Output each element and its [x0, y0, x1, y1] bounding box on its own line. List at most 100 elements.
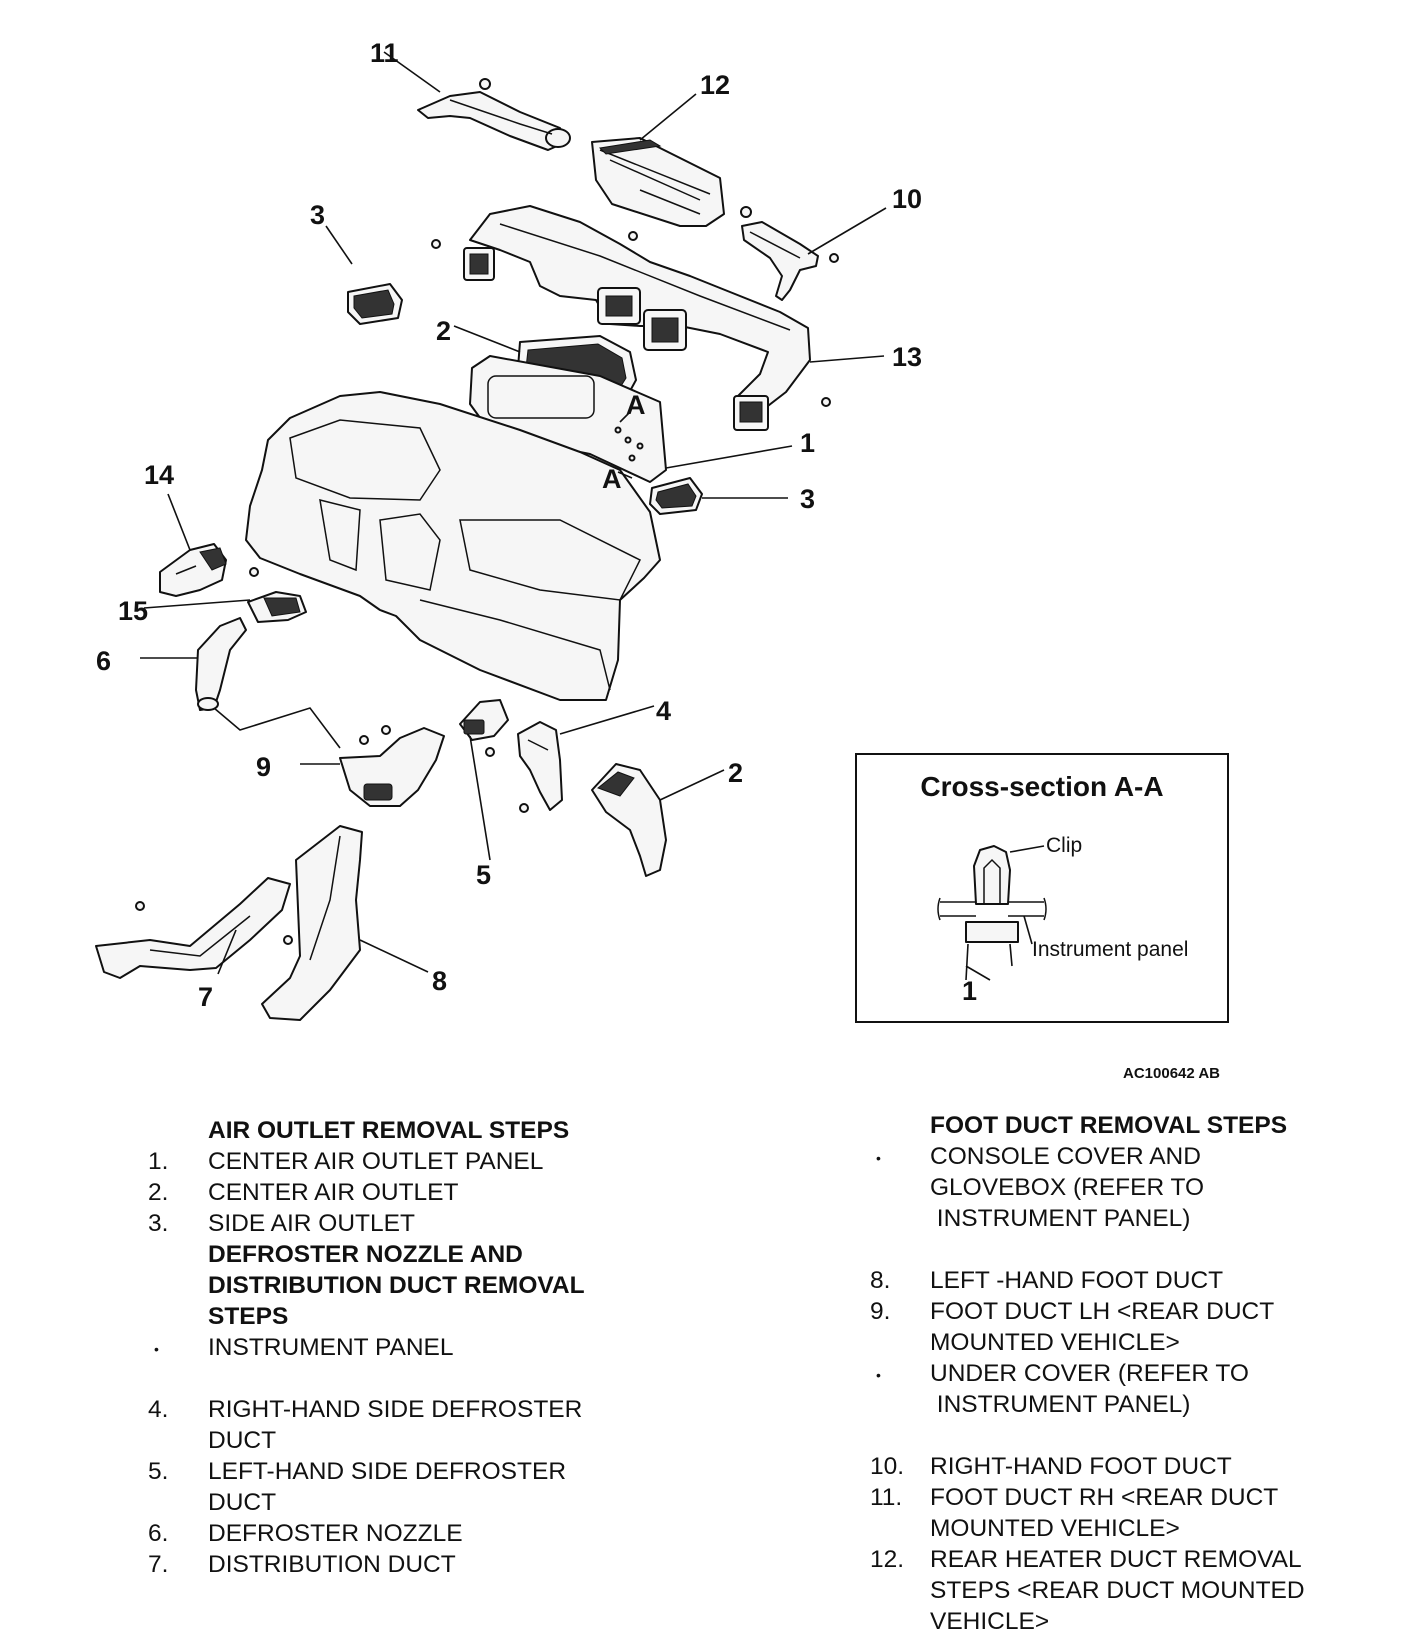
foot-duct-removal-steps: FOOT DUCT REMOVAL STEPS•CONSOLE COVER AN… [870, 1110, 1390, 1637]
step-item: 11.FOOT DUCT RH <REAR DUCT [870, 1482, 1390, 1513]
step-number: 3. [148, 1210, 169, 1237]
step-number: 4. [148, 1396, 169, 1423]
step-number: 10. [870, 1453, 905, 1480]
bullet-marker: • [154, 1341, 159, 1357]
step-item: DUCT [148, 1487, 668, 1518]
step-item: 4. RIGHT-HAND SIDE DEFROSTER [148, 1394, 668, 1425]
part-side-air-outlet-lower [649, 477, 703, 515]
callout-4: 10 [892, 184, 922, 214]
step-text: CENTER AIR OUTLET [208, 1179, 459, 1206]
callout-8: 14 [144, 460, 174, 490]
part-right-foot-duct [591, 763, 667, 877]
step-number: 2. [148, 1179, 169, 1206]
bullet-marker: • [876, 1367, 881, 1383]
cross-section-part-number: 1 [962, 976, 977, 1006]
part-rear-duct-13 [195, 617, 247, 711]
callout-16: 9 [256, 752, 271, 782]
callout-11: 4 [656, 696, 671, 726]
spacer [148, 1363, 668, 1394]
section-heading: DEFROSTER NOZZLE AND [208, 1241, 523, 1268]
step-text: DUCT [208, 1489, 277, 1516]
step-number: 7. [148, 1551, 169, 1578]
air-outlet-removal-steps: AIR OUTLET REMOVAL STEPS 1. CENTER AIR OUT… [148, 1115, 668, 1580]
part-right-defroster-duct [740, 206, 839, 301]
step-text: RIGHT-HAND SIDE DEFROSTER [208, 1396, 583, 1423]
callout-12: 5 [476, 860, 491, 890]
clip-label: Clip [1046, 834, 1082, 857]
callout-3-lower: 3 [800, 484, 815, 514]
step-text: DISTRIBUTION DUCT [208, 1551, 456, 1578]
step-item: 12. REAR HEATER DUCT REMOVAL [870, 1544, 1390, 1575]
step-text: MOUNTED VEHICLE> [930, 1329, 1180, 1356]
step-text: INSTRUMENT PANEL) [930, 1205, 1191, 1232]
step-item: 10. RIGHT-HAND FOOT DUCT [870, 1451, 1390, 1482]
step-text: INSTRUMENT PANEL) [930, 1391, 1191, 1418]
step-item: MOUNTED VEHICLE> [870, 1513, 1390, 1544]
callout-3-upper: 3 [310, 200, 325, 230]
part-rear-duct-15 [261, 825, 363, 1021]
callout-6: 12 [700, 70, 730, 100]
step-text: LEFT -HAND FOOT DUCT [930, 1267, 1224, 1294]
step-text: GLOVEBOX (REFER TO [930, 1174, 1205, 1201]
step-item: 3.SIDE AIR OUTLET [148, 1208, 668, 1239]
step-text: FOOT DUCT LH <REAR DUCT [930, 1298, 1275, 1325]
step-item: DUCT [148, 1425, 668, 1456]
part-rear-duct-16 [339, 725, 445, 807]
step-number: 8. [870, 1267, 891, 1294]
step-item: VEHICLE> [870, 1606, 1390, 1637]
step-item: 5. LEFT-HAND SIDE DEFROSTER [148, 1456, 668, 1487]
step-text: FOOT DUCT RH <REAR DUCT [930, 1484, 1279, 1511]
step-item: 1. CENTER AIR OUTLET PANEL [148, 1146, 668, 1177]
step-text: MOUNTED VEHICLE> [930, 1515, 1180, 1542]
section-marker-a-upper: A [626, 390, 646, 420]
step-number: 5. [148, 1458, 169, 1485]
part-distribution-duct [431, 205, 831, 431]
step-text: VEHICLE> [930, 1608, 1050, 1635]
step-text: REAR HEATER DUCT REMOVAL [930, 1546, 1302, 1573]
part-rear-heater-duct-12 [459, 699, 509, 757]
step-number: 1. [148, 1148, 169, 1175]
part-left-defroster-duct [417, 78, 571, 151]
part-foot-duct-lh [247, 567, 307, 623]
step-text: DUCT [208, 1427, 277, 1454]
callout-5: 11 [370, 38, 399, 68]
exploded-view-diagram: 11 12 10 3 2 13 1 3 14 15 6 9 5 4 2 8 7 … [95, 38, 1229, 1082]
instrument-panel-label: Instrument panel [1032, 938, 1188, 961]
step-item: 6. DEFROSTER NOZZLE [148, 1518, 668, 1549]
part-left-foot-duct [159, 543, 227, 597]
prerequisite-item: INSTRUMENT PANEL) [870, 1203, 1390, 1234]
callout-1: 1 [800, 428, 815, 458]
step-number: 12. [870, 1546, 905, 1573]
step-text: CENTER AIR OUTLET PANEL [208, 1148, 544, 1175]
step-text: LEFT-HAND SIDE DEFROSTER [208, 1458, 567, 1485]
step-item: 7. DISTRIBUTION DUCT [148, 1549, 668, 1580]
part-defroster-nozzle [591, 137, 725, 227]
step-text: DEFROSTER NOZZLE [208, 1520, 463, 1547]
callout-14: 7 [198, 982, 213, 1012]
callout-2: 2 [436, 316, 451, 346]
figure-code: AC100642 AB [1123, 1065, 1220, 1082]
callouts: 11 12 10 3 2 13 1 3 14 15 6 9 5 4 2 8 7 … [96, 38, 922, 1012]
step-item: MOUNTED VEHICLE> [870, 1327, 1390, 1358]
instrument-panel-body [245, 391, 661, 701]
prerequisite-item: • INSTRUMENT PANEL [148, 1332, 668, 1363]
cross-section-title: Cross-section A-A [920, 771, 1163, 802]
step-text: INSTRUMENT PANEL [208, 1334, 454, 1361]
section-heading: DISTRIBUTION DUCT REMOVAL [208, 1272, 585, 1299]
prerequisite-item: •CONSOLE COVER AND [870, 1141, 1390, 1172]
section-heading: AIR OUTLET REMOVAL STEPS [208, 1117, 570, 1144]
callout-15: 8 [432, 966, 447, 996]
step-text: CONSOLE COVER AND [930, 1143, 1201, 1170]
callout-10: 2 [728, 758, 743, 788]
step-number: 6. [148, 1520, 169, 1547]
cross-section-box: Cross-section A-A Clip Instrument panel … [855, 753, 1229, 1023]
clip-drawing [937, 845, 1047, 981]
callout-7: 13 [892, 342, 922, 372]
prerequisite-item: •UNDER COVER (REFER TO [870, 1358, 1390, 1389]
step-text: RIGHT-HAND FOOT DUCT [930, 1453, 1232, 1480]
step-item: 9.FOOT DUCT LH <REAR DUCT [870, 1296, 1390, 1327]
callout-9: 15 [118, 596, 148, 626]
part-foot-duct-rh [517, 721, 563, 813]
part-side-air-outlet-upper [347, 283, 403, 325]
section-heading: FOOT DUCT REMOVAL STEPS [930, 1112, 1288, 1139]
